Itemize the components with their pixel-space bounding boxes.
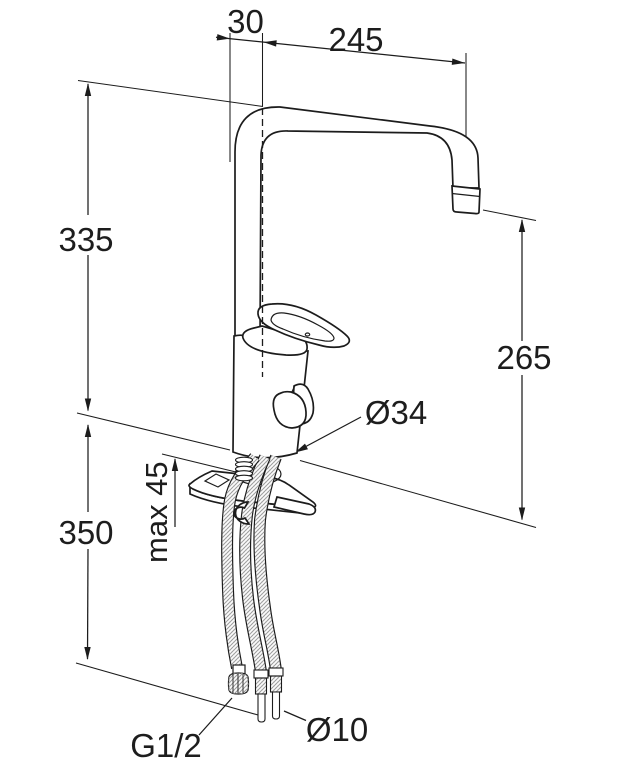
clamp-wing	[272, 496, 317, 516]
dim-label-outlet-height: 265	[496, 339, 551, 376]
dimension-line-350-lower	[86, 548, 89, 660]
arrowhead	[84, 398, 92, 412]
arrowhead	[216, 34, 230, 41]
supply-hoses	[221, 453, 282, 673]
reference-line-spout-top	[77, 79, 264, 108]
dimension-line-30-245	[215, 36, 466, 64]
outlet-seam-line	[451, 192, 481, 198]
arrowhead	[84, 83, 92, 96]
g12-fitting	[227, 664, 250, 695]
lever-handle	[257, 302, 351, 349]
arrowhead	[518, 507, 526, 521]
threaded-rod	[234, 456, 254, 482]
hose-right	[253, 454, 282, 672]
dimension-labels: 30 245 335 265 Ø34 max 45 350 G1/2 Ø10	[58, 3, 551, 764]
spout-outlet	[451, 185, 481, 215]
deck-line-left	[76, 412, 231, 451]
dim-label-height-above-deck: 335	[58, 221, 113, 258]
diverter-knob-front	[272, 390, 307, 429]
dim-label-spout-reach: 245	[328, 21, 383, 58]
reference-line-hose-end	[75, 662, 259, 716]
arrowhead	[171, 458, 179, 471]
reference-line-deck-underside	[161, 453, 241, 474]
diverter-knob-stem	[291, 384, 296, 393]
cartridge-dome	[241, 325, 308, 356]
lever-detail-dot	[304, 332, 311, 337]
arrowhead	[263, 40, 277, 47]
arrowhead	[84, 647, 91, 660]
extension-lines	[75, 33, 537, 716]
dim-label-spout-offset: 30	[227, 3, 264, 40]
lever-top-face-line	[270, 312, 335, 342]
deck-line-right	[299, 459, 537, 529]
clamp-plate-slot	[203, 473, 231, 488]
faucet	[188, 106, 481, 723]
dim-label-pipe-diameter: Ø10	[306, 711, 368, 748]
hose-middle	[239, 454, 271, 673]
dim-label-max-deck-thickness: max 45	[139, 461, 174, 563]
leader-line-g12	[198, 697, 233, 736]
reference-line-outlet	[482, 209, 537, 222]
dim-label-below-deck-length: 350	[58, 514, 113, 551]
dim-label-body-diameter: Ø34	[365, 394, 427, 431]
leader-line-diameter34	[296, 416, 362, 453]
dim-label-hose-connection: G1/2	[130, 727, 202, 764]
arrowhead	[518, 219, 526, 232]
dimension-lines	[84, 34, 526, 736]
arrowhead	[295, 443, 308, 453]
leader-line-diameter10	[283, 710, 307, 722]
arrowhead	[84, 424, 92, 437]
c-clip	[233, 501, 251, 525]
pipe-fitting-middle	[253, 669, 269, 723]
arrowhead	[451, 58, 465, 65]
pipe-fitting-right	[268, 667, 284, 720]
